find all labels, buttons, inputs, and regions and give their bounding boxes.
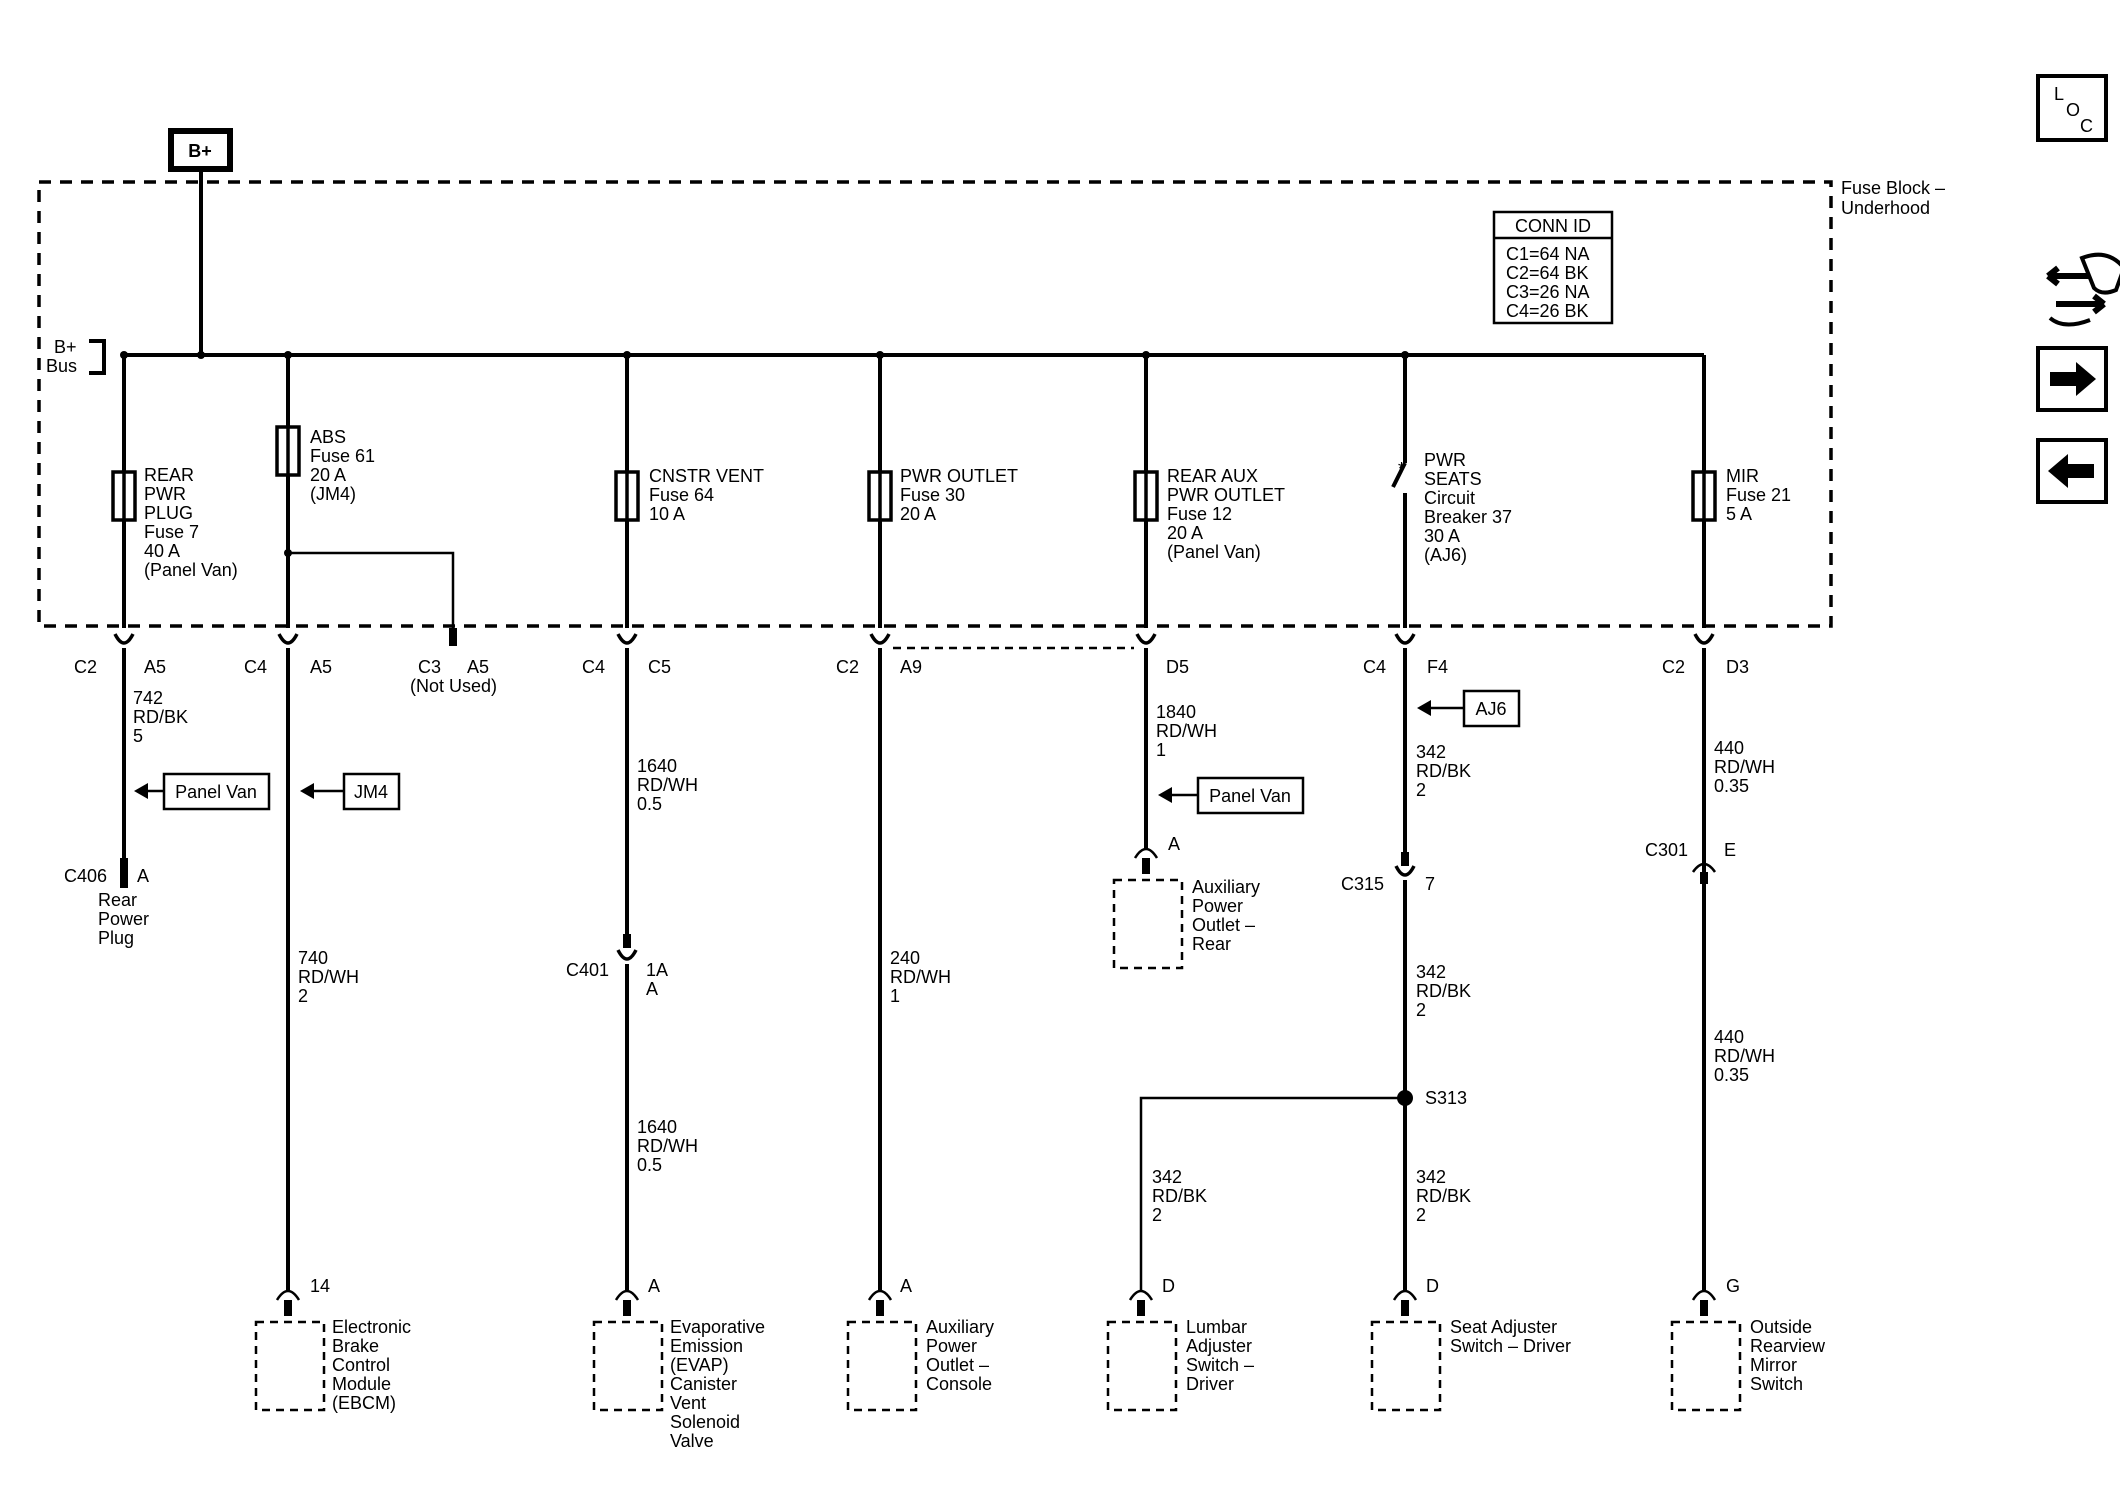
conn-id-title: CONN ID <box>1515 216 1591 236</box>
conn-d5: D5 <box>1166 657 1189 677</box>
fuse-cnstr-vent <box>614 470 640 522</box>
option-panel-van-2 <box>1196 776 1305 815</box>
fuse-abs <box>275 425 301 477</box>
mirror-switch-pin: G <box>1726 1276 1740 1296</box>
fuse-pwr-outlet <box>867 470 893 522</box>
svg-text:JM4: JM4 <box>354 782 388 802</box>
previous-page-button[interactable] <box>2036 438 2108 504</box>
bplus-box <box>168 128 233 172</box>
svg-text:C: C <box>2080 116 2093 136</box>
component-ebcm-box <box>254 1320 326 1412</box>
splice-s313-label: S313 <box>1425 1088 1467 1108</box>
component-aux-console-box <box>846 1320 918 1412</box>
evap-pin: A <box>648 1276 660 1296</box>
option-panel-van-1 <box>162 772 271 811</box>
conn-id-box <box>1492 210 1614 325</box>
option-jm4 <box>342 772 401 811</box>
loc-button[interactable]: L O C <box>2036 74 2108 142</box>
arrow-right-icon <box>2050 362 2096 396</box>
fuse-rear-aux <box>1133 470 1159 522</box>
svg-text:O: O <box>2066 100 2080 120</box>
aux-console-pin: A <box>900 1276 912 1296</box>
ebcm-pin: 14 <box>310 1276 330 1296</box>
component-mirror-switch-box <box>1670 1320 1742 1412</box>
lumbar-pin: D <box>1162 1276 1175 1296</box>
fuse-block-label: Fuse Block –Underhood <box>1841 178 1945 218</box>
component-seat-adjuster-box <box>1370 1320 1442 1412</box>
svg-text:AJ6: AJ6 <box>1475 699 1506 719</box>
component-lumbar-box <box>1106 1320 1178 1412</box>
fuse-block-outline <box>37 180 1833 628</box>
bplus-label: B+ <box>188 141 212 161</box>
bus-label: B+Bus <box>46 337 77 376</box>
option-aj6 <box>1462 689 1521 728</box>
connector-swap-icon[interactable] <box>2046 252 2120 327</box>
seat-adjuster-pin: D <box>1426 1276 1439 1296</box>
svg-text:L: L <box>2054 84 2064 104</box>
component-aux-rear-box <box>1112 878 1184 970</box>
svg-text:*: * <box>1398 459 1405 479</box>
next-page-button[interactable] <box>2036 346 2108 412</box>
aux-rear-pin: A <box>1168 834 1180 854</box>
fuse-mir <box>1691 470 1717 522</box>
fuse-rear-pwr-plug <box>111 470 137 522</box>
svg-text:Panel Van: Panel Van <box>175 782 257 802</box>
arrow-left-icon <box>2048 454 2094 488</box>
component-evap-box <box>592 1320 664 1412</box>
svg-text:Panel Van: Panel Van <box>1209 786 1291 806</box>
